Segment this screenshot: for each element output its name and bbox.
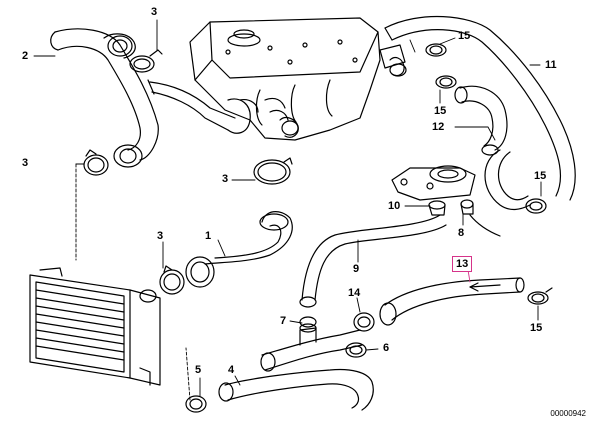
clamp-upper-right: [425, 43, 457, 89]
callout-8: 8: [458, 227, 465, 239]
clamp-14: [353, 312, 375, 332]
clamp-6: [345, 342, 367, 358]
hose-loop-right: [484, 149, 547, 214]
callout-2: 2: [22, 50, 29, 62]
clamp-3-left: [83, 149, 109, 176]
hose-9: [299, 214, 501, 308]
callout-15-lower: 15: [530, 322, 543, 334]
callout-4: 4: [228, 364, 235, 376]
callout-6: 6: [383, 342, 390, 354]
callout-10: 10: [388, 200, 401, 212]
callout-3-middle: 3: [222, 173, 229, 185]
t-connector: [260, 316, 363, 372]
callout-15-right: 15: [534, 170, 547, 182]
callout-15-mid: 15: [434, 105, 447, 117]
callout-12: 12: [432, 121, 445, 133]
clamp-3-top: [129, 49, 163, 73]
callout-7: 7: [280, 315, 287, 327]
callout-3-lower: 3: [157, 230, 164, 242]
hose-1: [185, 211, 293, 288]
hose-13: [379, 277, 525, 326]
clamp-5: [185, 395, 207, 413]
clamp-3-lower: [159, 265, 185, 295]
callout-5: 5: [195, 364, 202, 376]
hose-4: [218, 368, 374, 411]
callout-1: 1: [205, 230, 212, 242]
hose-2: [50, 28, 159, 168]
callout-11: 11: [545, 59, 557, 71]
engine-cylinder-head: [189, 17, 381, 141]
leader-lines: [33, 19, 542, 401]
callout-15-top: 15: [458, 30, 471, 42]
callout-13-highlighted: 13: [452, 256, 473, 272]
clip-8: [460, 199, 474, 215]
thermostat-fittings: [279, 44, 407, 138]
hose-11: [384, 15, 576, 201]
clamp-15-lower: [527, 287, 553, 305]
clip-10: [428, 200, 446, 216]
callout-3-top: 3: [151, 6, 158, 18]
document-id: 00000942: [550, 409, 586, 418]
callout-14: 14: [348, 287, 361, 299]
flange-housing: [391, 165, 476, 201]
engine-inlet-pipe: [147, 79, 251, 134]
radiator: [29, 267, 161, 386]
callout-9: 9: [353, 263, 360, 275]
clamp-3-middle: [253, 157, 293, 185]
callout-3-left: 3: [22, 157, 29, 169]
hose-12: [454, 85, 508, 156]
